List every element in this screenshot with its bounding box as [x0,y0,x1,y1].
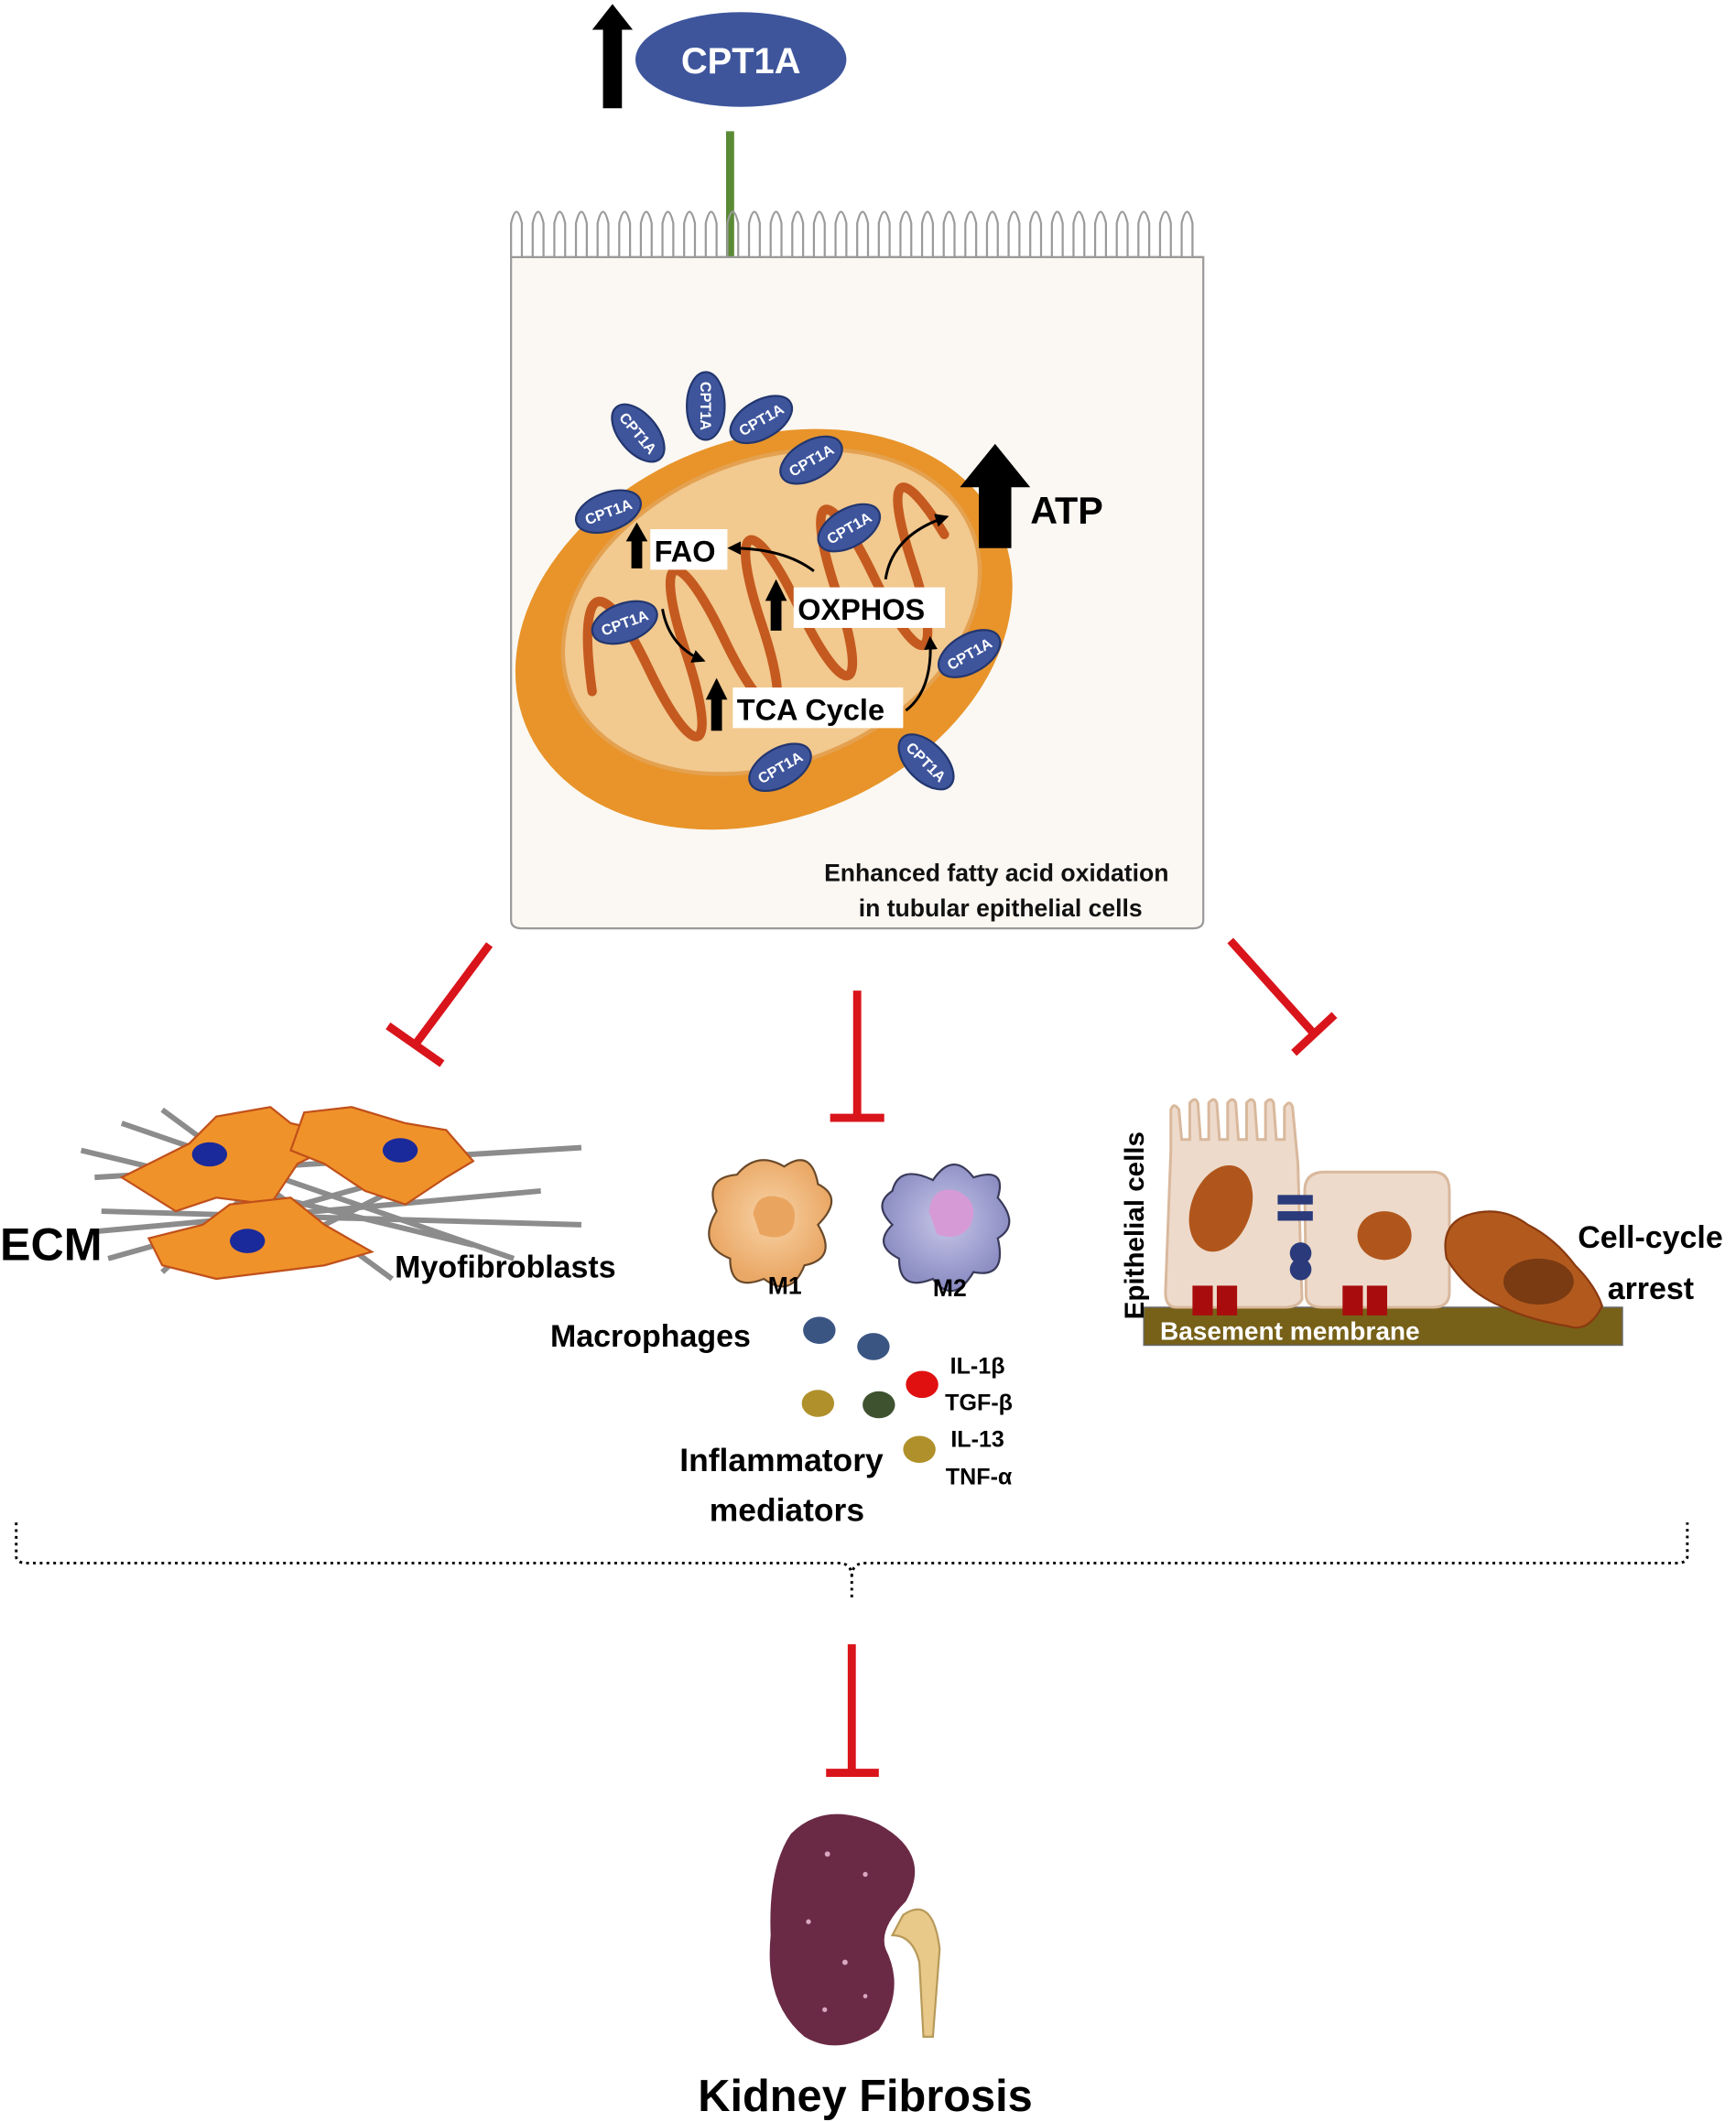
macrophages-label: Macrophages [550,1319,751,1354]
ecm-label: ECM [0,1218,103,1270]
microvilli [510,211,1204,258]
basement-membrane-label: Basement membrane [1160,1317,1420,1346]
mediator-tnfa: TNF-α [946,1465,1013,1490]
cpt1a-protein-label: CPT1A [697,382,713,431]
inhibit-arrow-left [385,942,494,1067]
atp-label: ATP [1030,490,1103,532]
inflammatory-label-line2: mediators [710,1492,864,1529]
epithelial-cells-label: Epithelial cells [1120,1131,1150,1319]
up-arrow-icon [591,4,634,109]
cell-cycle-label-line1: Cell-cycle [1578,1220,1723,1255]
tca-up-arrow-icon [705,677,728,731]
mediator-il13: IL-13 [950,1426,1004,1452]
cpt1a-protein: CPT1A [591,600,658,645]
inhibit-arrow-center [830,991,884,1122]
oxphos-up-arrow-icon [765,579,787,631]
pathway: FAO OXPHOS TCA Cycle ATP Enhanced fatty … [625,443,1168,922]
inhibit-arrow-right [1227,937,1338,1056]
cpt1a-upregulated: CPT1A [591,4,847,109]
inflammatory-mediators: IL-1β TGF-β IL-13 TNF-α Inflammatory med… [679,1316,1013,1529]
cpt1a-protein: CPT1A [574,489,642,535]
cpt1a-label: CPT1A [681,41,801,81]
ecm-myofibroblasts: ECM Myofibroblasts [0,1106,616,1285]
cpt1a-ellipse [635,12,847,107]
inhibit-arrow-bottom [826,1644,879,1778]
mediator-il1b: IL-1β [950,1353,1005,1379]
caption-line1: Enhanced fatty acid oxidation [824,859,1168,886]
macrophages: M1 M2 Macrophages [550,1159,1011,1354]
cell-cycle-label-line2: arrest [1608,1272,1694,1306]
m2-label: M2 [933,1274,967,1302]
kidney-fibrosis-title: Kidney Fibrosis [698,2072,1032,2121]
fao-label: FAO [655,535,716,568]
mediator-tgfb: TGF-β [945,1390,1013,1415]
cpt1a-protein: CPT1A [938,629,1002,678]
atp-up-arrow-icon [960,443,1031,548]
epithelial-cells: Epithelial cells Cell-cycle arrest Basem… [1120,1098,1723,1347]
inflammatory-label-line1: Inflammatory [679,1442,884,1478]
myofibroblasts-label: Myofibroblasts [395,1250,615,1285]
kidney-icon [769,1813,941,2046]
cpt1a-protein: CPT1A [686,371,726,441]
fao-up-arrow-icon [625,522,648,568]
m1-label: M1 [768,1272,802,1299]
grouping-brace [15,1522,1689,1600]
tca-label: TCA Cycle [737,693,884,726]
caption-line2: in tubular epithelial cells [859,894,1143,922]
oxphos-label: OXPHOS [797,593,925,626]
